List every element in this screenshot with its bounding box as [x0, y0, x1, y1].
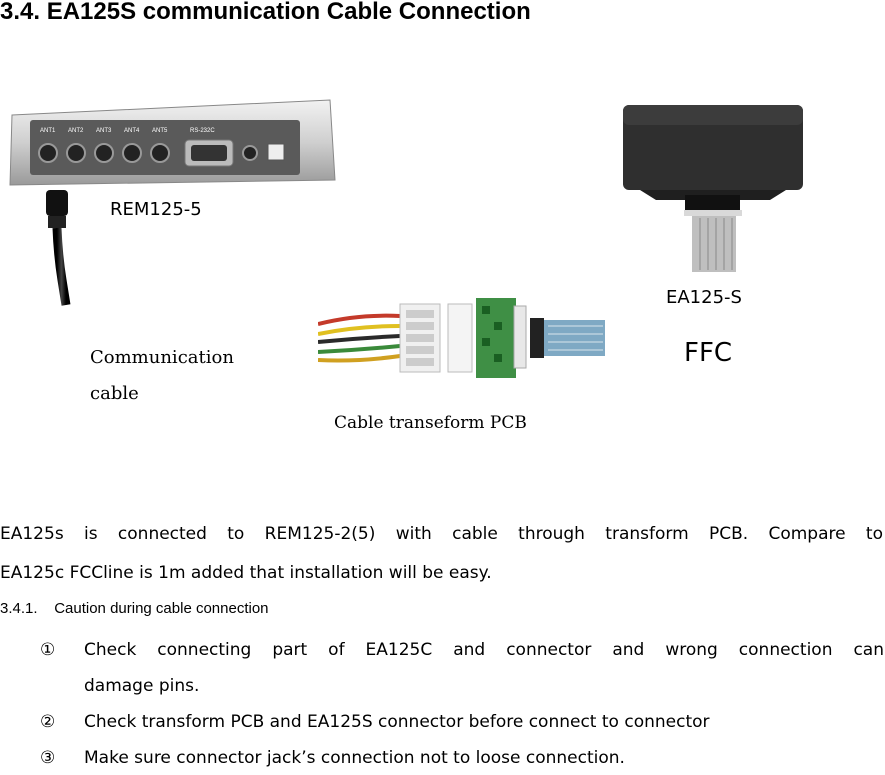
- item-3-number: ③: [40, 748, 56, 768]
- item-2-text: Check transform PCB and EA125S connector…: [84, 712, 710, 732]
- subsection-title: 3.4.1. Caution during cable connection: [0, 600, 269, 617]
- item-2-number: ②: [40, 712, 56, 732]
- item-1-number: ①: [40, 640, 56, 660]
- cable-label: Communication cable: [90, 340, 234, 412]
- body-line-1: EA125s is connected to REM125-2(5) with …: [0, 524, 883, 544]
- ea125s-photo: [620, 100, 805, 275]
- ea125s-label: EA125-S: [666, 287, 742, 308]
- transform-pcb-photo: [317, 276, 605, 391]
- item-3-text: Make sure connector jack’s connection no…: [84, 748, 625, 768]
- svg-text:ANT2: ANT2: [68, 128, 84, 134]
- item-1-line2: damage pins.: [84, 676, 200, 696]
- svg-text:ANT3: ANT3: [96, 128, 112, 134]
- svg-text:ANT5: ANT5: [152, 128, 168, 134]
- body-line-2: EA125c FCCline is 1m added that installa…: [0, 563, 492, 583]
- svg-text:ANT4: ANT4: [124, 128, 140, 134]
- cable-label-line1: Communication: [90, 347, 234, 368]
- section-title: 3.4. EA125S communication Cable Connecti…: [0, 0, 531, 25]
- svg-text:RS-232C: RS-232C: [190, 128, 215, 134]
- rem125-label: REM125-5: [110, 199, 202, 220]
- item-1-line1: Check connecting part of EA125C and conn…: [84, 640, 884, 660]
- cable-label-line2: cable: [90, 383, 139, 404]
- ffc-label: FFC: [684, 338, 733, 368]
- rem125-photo: ANT1 ANT2 ANT3 ANT4 ANT5 RS-232C: [0, 80, 340, 310]
- pcb-caption: Cable transeform PCB: [334, 413, 527, 433]
- svg-text:ANT1: ANT1: [40, 128, 56, 134]
